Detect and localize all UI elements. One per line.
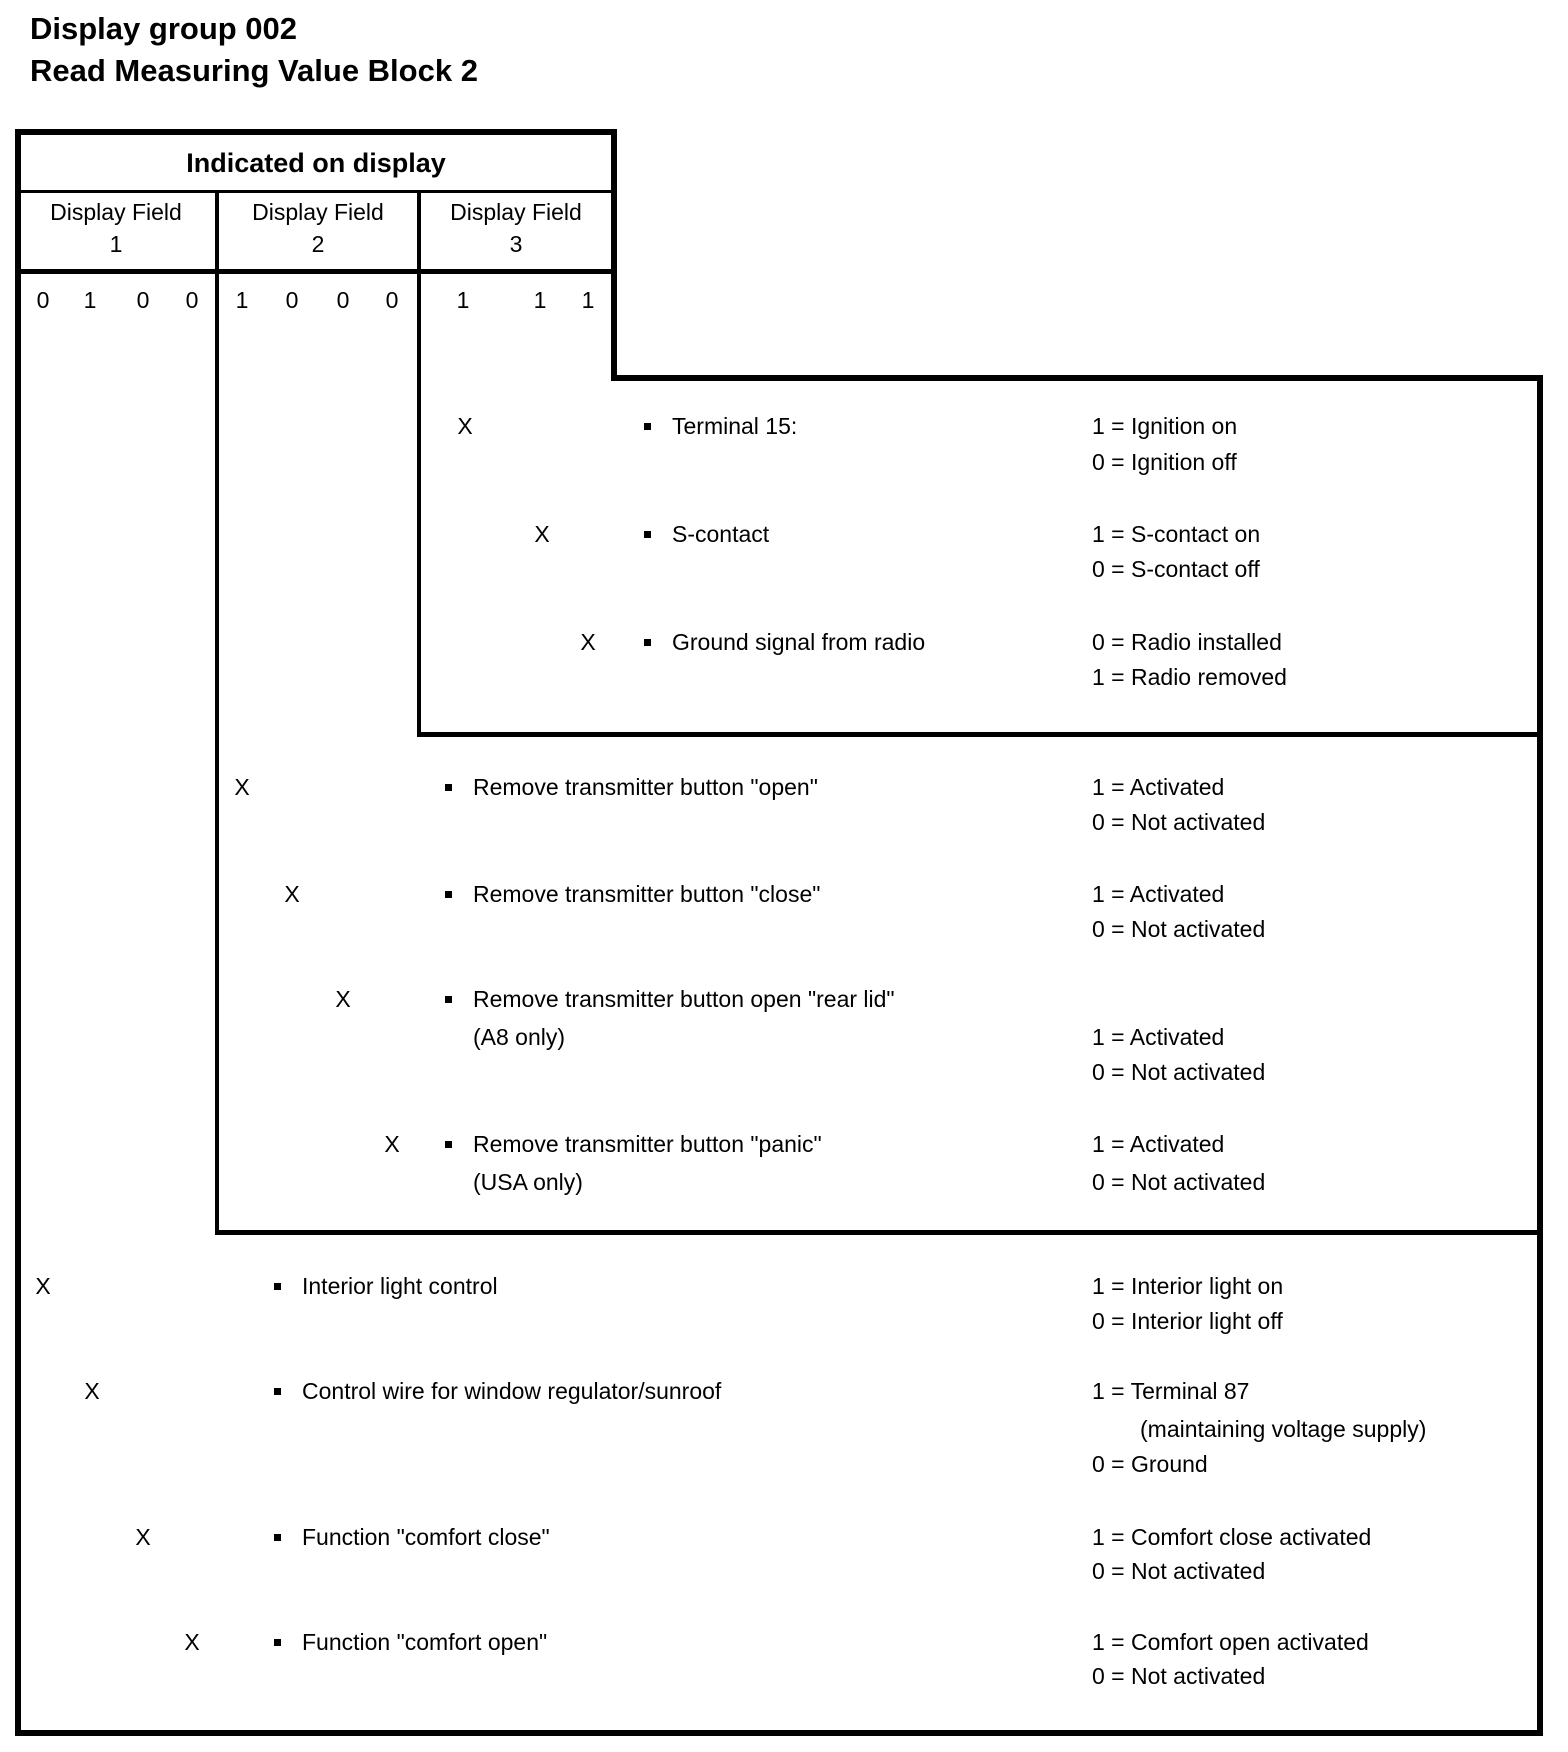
field1-header-label: Display Field [50, 199, 182, 225]
x-marker: X [234, 774, 250, 800]
x-marker: X [457, 413, 473, 439]
bullet-icon [274, 1639, 281, 1646]
row-value: (maintaining voltage supply) [1140, 1416, 1427, 1442]
field2-header-number: 2 [311, 231, 325, 257]
field3-header-number: 3 [509, 231, 523, 257]
row-label: Remove transmitter button "open" [473, 774, 818, 800]
x-marker: X [135, 1524, 151, 1550]
row-label: Remove transmitter button "panic" [473, 1131, 822, 1157]
figure-top-right-border [611, 375, 1543, 381]
field3-section-bottom [417, 732, 1543, 737]
bullet-icon [445, 1141, 452, 1148]
x-marker: X [534, 521, 550, 547]
row-label-line2: (USA only) [473, 1169, 583, 1195]
row-label-line2: (A8 only) [473, 1024, 566, 1050]
field3-digit: 1 [581, 287, 595, 313]
x-marker: X [335, 986, 351, 1012]
row-value: 1 = Radio removed [1092, 664, 1287, 690]
field1-digit: 0 [136, 287, 150, 313]
field3-digit: 1 [533, 287, 547, 313]
row-value: 0 = Not activated [1092, 809, 1266, 835]
field3-header-label: Display Field [450, 199, 582, 225]
bullet-icon [644, 531, 651, 538]
bullet-icon [274, 1283, 281, 1290]
row-label: Function "comfort close" [302, 1524, 550, 1550]
row-value: 0 = Not activated [1092, 1169, 1266, 1195]
row-value: 0 = Ground [1092, 1451, 1208, 1477]
bullet-icon [644, 423, 651, 430]
bullet-icon [274, 1534, 281, 1541]
row-value: 1 = S-contact on [1092, 521, 1261, 547]
field2-section-bottom [215, 1230, 1543, 1235]
row-value: 1 = Terminal 87 [1092, 1378, 1250, 1404]
row-value: 1 = Activated [1092, 774, 1225, 800]
row-label: Terminal 15: [672, 413, 798, 439]
field1-header-number: 1 [109, 231, 123, 257]
x-marker: X [35, 1273, 51, 1299]
row-label: Remove transmitter button open "rear lid… [473, 986, 895, 1012]
bullet-icon [274, 1388, 281, 1395]
row-value: 1 = Interior light on [1092, 1273, 1284, 1299]
x-marker: X [580, 629, 596, 655]
page-title-line2: Read Measuring Value Block 2 [30, 53, 478, 88]
table-top-border [15, 129, 617, 135]
row-value: 0 = S-contact off [1092, 556, 1260, 582]
field2-digit: 0 [285, 287, 299, 313]
table-digit-row-border [15, 269, 617, 274]
row-label: S-contact [672, 521, 770, 547]
field2-header-label: Display Field [252, 199, 384, 225]
row-value: 0 = Not activated [1092, 916, 1266, 942]
figure-bottom-border [15, 1730, 1543, 1736]
table-right-border [611, 129, 617, 381]
field2-digit: 0 [336, 287, 350, 313]
x-marker: X [284, 881, 300, 907]
row-value: 0 = Not activated [1092, 1663, 1266, 1689]
bullet-icon [445, 996, 452, 1003]
row-value: 0 = Not activated [1092, 1059, 1266, 1085]
field1-digit: 1 [83, 287, 97, 313]
field2-digit: 0 [385, 287, 399, 313]
row-value: 1 = Activated [1092, 1131, 1225, 1157]
page-title-line1: Display group 002 [30, 11, 298, 46]
row-value: 0 = Radio installed [1092, 629, 1282, 655]
row-value: 1 = Activated [1092, 881, 1225, 907]
row-value: 0 = Not activated [1092, 1558, 1266, 1584]
figure-right-border [1537, 375, 1543, 1736]
row-value: 1 = Activated [1092, 1024, 1225, 1050]
table-header-divider [15, 190, 617, 193]
bullet-icon [644, 639, 651, 646]
bullet-icon [445, 784, 452, 791]
row-label: Ground signal from radio [672, 629, 926, 655]
row-value: 0 = Interior light off [1092, 1308, 1283, 1334]
row-value: 0 = Ignition off [1092, 449, 1237, 475]
x-marker: X [384, 1131, 400, 1157]
row-label: Remove transmitter button "close" [473, 881, 821, 907]
row-value: 1 = Comfort open activated [1092, 1629, 1369, 1655]
field2-field3-divider [417, 190, 421, 736]
bullet-icon [445, 891, 452, 898]
row-label: Control wire for window regulator/sunroo… [302, 1378, 722, 1404]
field2-digit: 1 [235, 287, 249, 313]
field3-digit: 1 [456, 287, 470, 313]
row-label: Function "comfort open" [302, 1629, 548, 1655]
x-marker: X [84, 1378, 100, 1404]
row-label: Interior light control [302, 1273, 498, 1299]
field1-digit: 0 [185, 287, 199, 313]
x-marker: X [184, 1629, 200, 1655]
row-value: 1 = Comfort close activated [1092, 1524, 1372, 1550]
field1-digit: 0 [36, 287, 50, 313]
row-value: 1 = Ignition on [1092, 413, 1238, 439]
table-header: Indicated on display [186, 148, 446, 178]
figure-left-border [15, 129, 21, 1736]
field1-field2-divider [215, 190, 219, 1234]
